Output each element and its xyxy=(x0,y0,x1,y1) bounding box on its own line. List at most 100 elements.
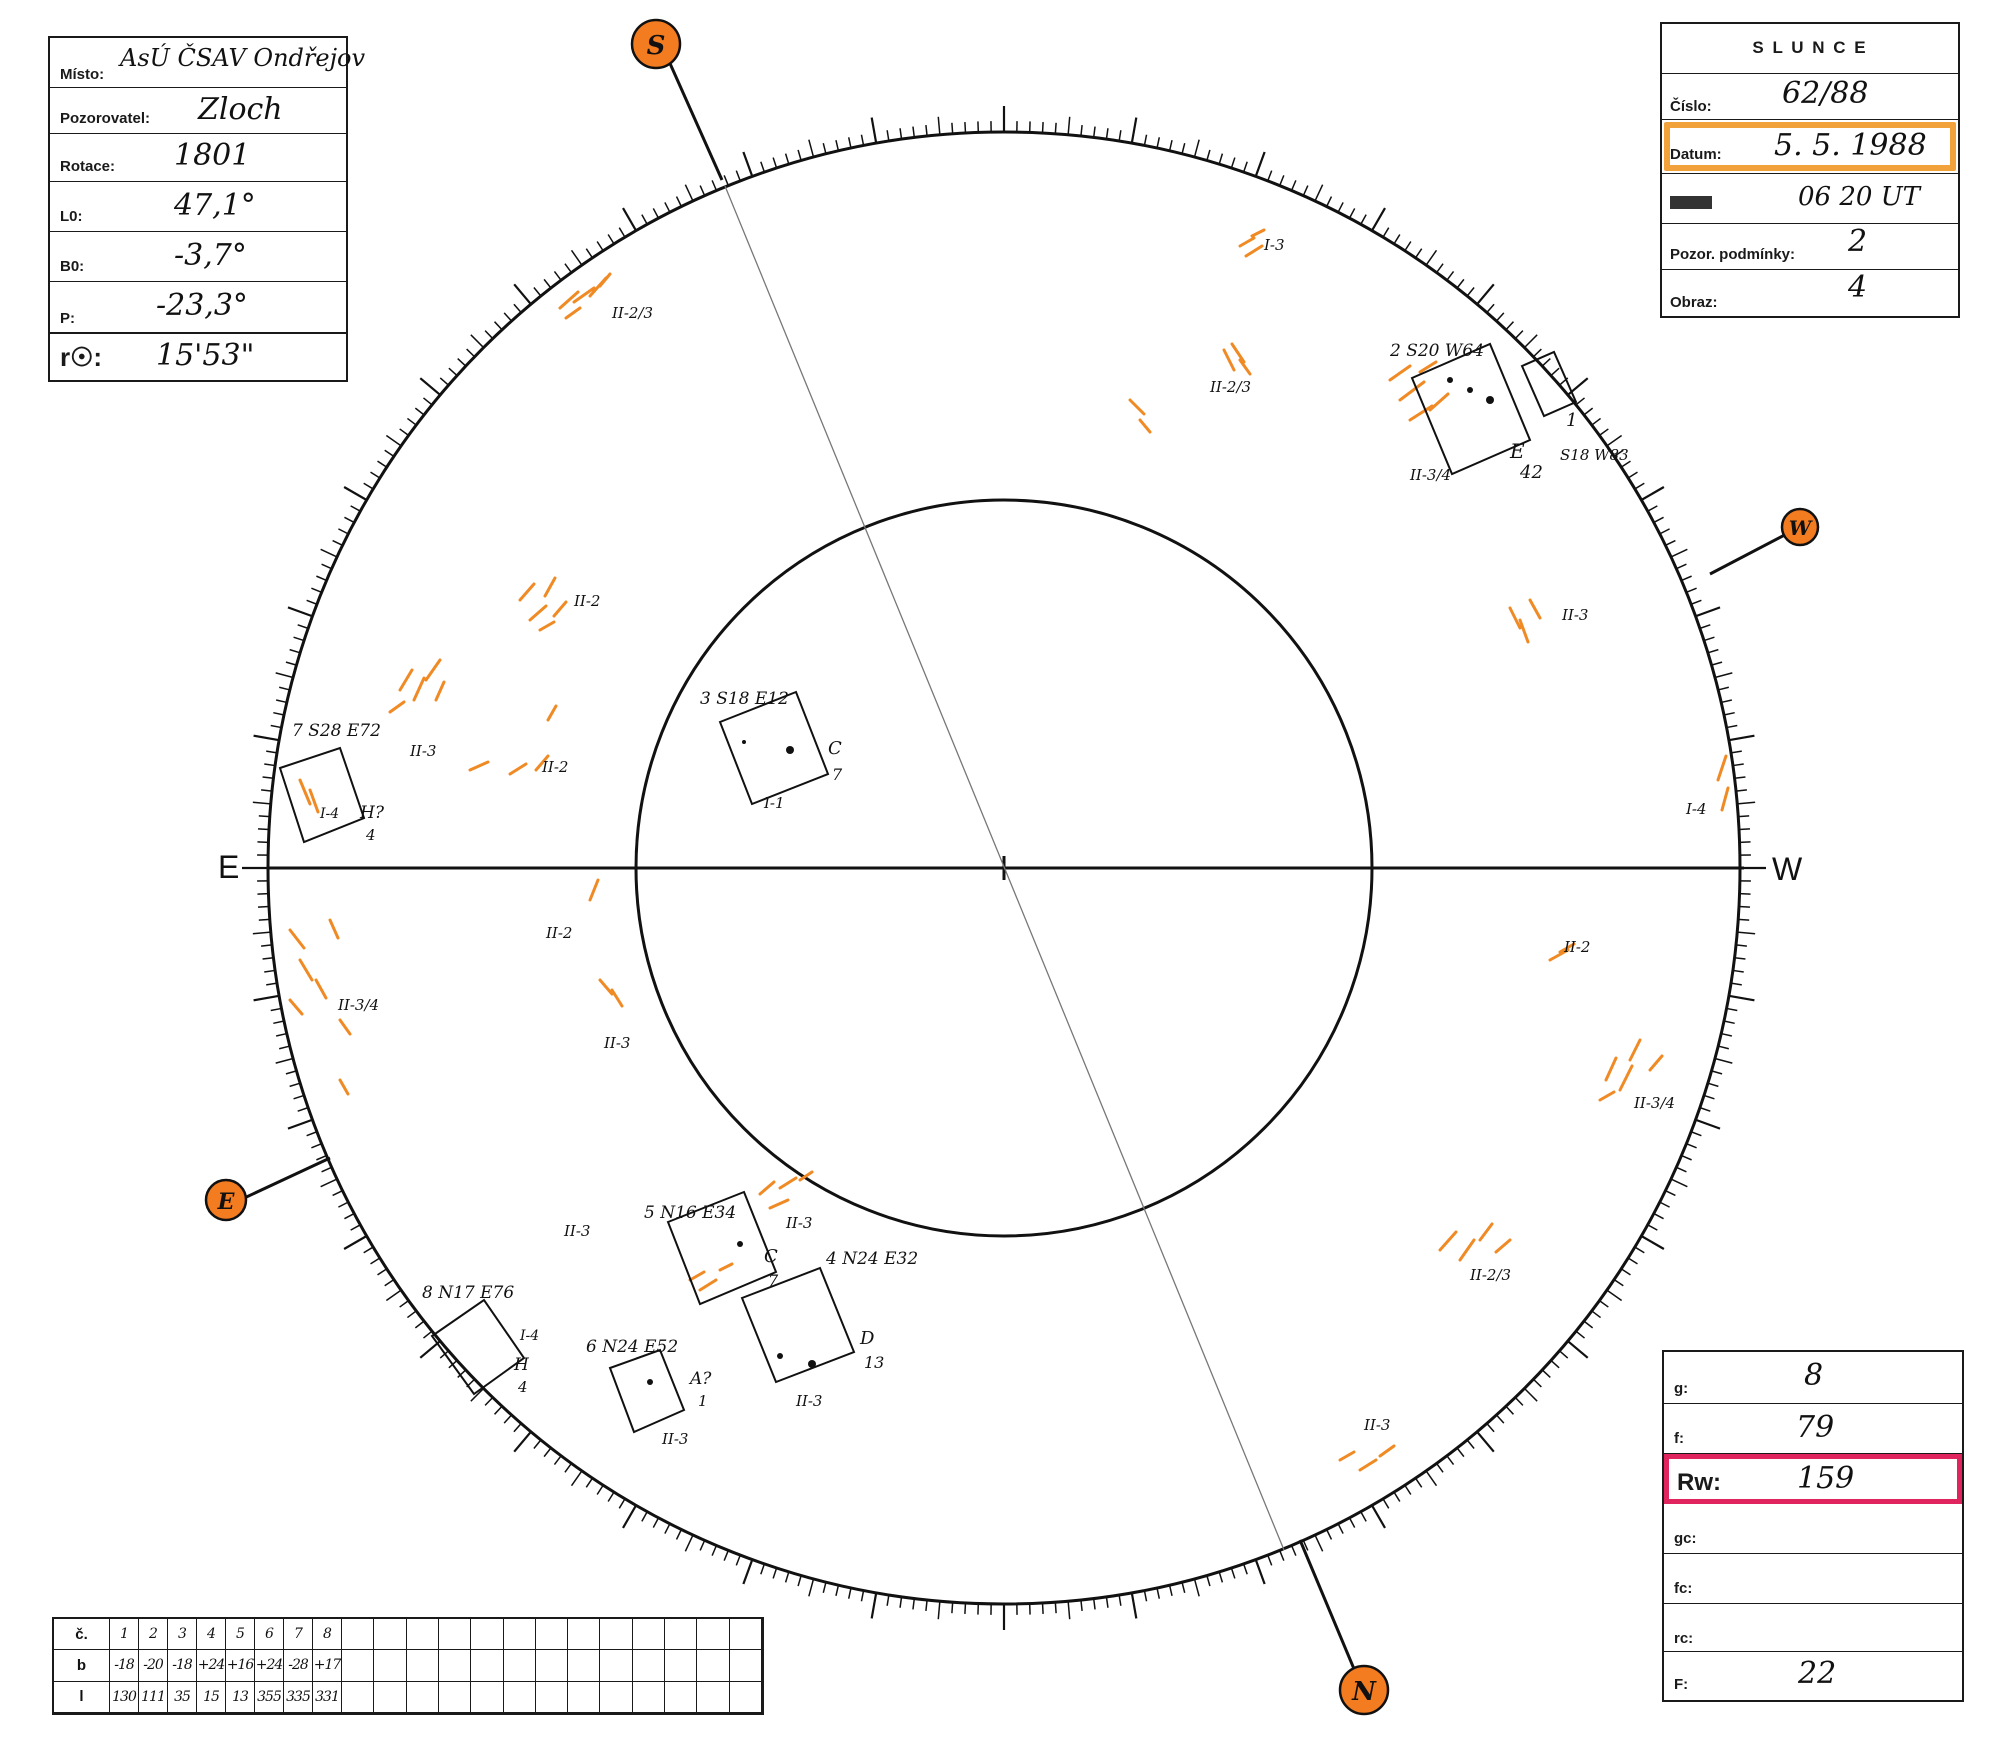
limb-tick xyxy=(742,151,754,177)
limb-tick xyxy=(1730,750,1742,754)
limb-tick xyxy=(784,1571,790,1583)
limb-tick xyxy=(1242,161,1248,173)
empty-cell xyxy=(632,1650,666,1682)
latitude-cell: -18 xyxy=(110,1650,139,1682)
r0-value: 15'53" xyxy=(156,338,255,373)
limb-tick xyxy=(742,1559,754,1585)
empty-cell xyxy=(632,1681,666,1713)
limb-tick xyxy=(1393,234,1401,245)
limb-tick xyxy=(664,202,671,213)
limb-tick xyxy=(596,241,604,252)
limb-tick xyxy=(1302,1540,1309,1551)
limb-tick xyxy=(1686,1143,1697,1149)
svg-text:7 S28 E72: 7 S28 E72 xyxy=(292,721,381,741)
limb-tick xyxy=(1634,1246,1645,1254)
limb-tick xyxy=(1181,143,1186,155)
limb-tick xyxy=(289,1082,301,1088)
limb-tick xyxy=(564,1462,572,1473)
limb-tick xyxy=(564,263,572,274)
limb-tick xyxy=(1230,1567,1236,1579)
limb-tick xyxy=(275,1057,294,1064)
limb-tick xyxy=(760,161,766,173)
longitude-cell: 111 xyxy=(139,1681,168,1713)
slunce-info-box: S L U N C E Číslo: 62/88 Datum: 5. 5. 19… xyxy=(1660,22,1960,318)
limb-tick xyxy=(1690,599,1702,605)
east-axis-label: E xyxy=(218,849,239,885)
limb-tick xyxy=(1717,686,1729,691)
limb-tick xyxy=(1720,1032,1733,1037)
limb-tick xyxy=(1583,1320,1594,1329)
datum-highlight xyxy=(1664,122,1956,171)
limb-tick xyxy=(652,1517,660,1528)
limb-tick xyxy=(1105,128,1109,140)
big-f-value: 22 xyxy=(1798,1656,1837,1691)
svg-text:II-3: II-3 xyxy=(785,1214,812,1232)
limb-tick xyxy=(311,1143,322,1149)
empty-cell xyxy=(568,1650,601,1682)
limb-tick xyxy=(847,137,852,149)
limb-tick xyxy=(270,1007,282,1012)
limb-tick xyxy=(570,1470,583,1487)
datum-value: 5. 5. 1988 xyxy=(1774,128,1927,163)
limb-tick xyxy=(1707,1082,1719,1088)
limb-tick xyxy=(1653,1212,1664,1220)
limb-tick xyxy=(1606,434,1623,447)
limb-tick xyxy=(860,1590,865,1602)
limb-tick xyxy=(1290,180,1297,191)
limb-tick xyxy=(1699,1106,1711,1112)
limb-tick xyxy=(1523,1387,1538,1402)
faculae-marks xyxy=(288,228,1730,1472)
limb-tick xyxy=(320,548,338,558)
limb-tick xyxy=(1218,1571,1224,1583)
limb-tick xyxy=(1738,918,1750,921)
redacted-label xyxy=(1670,196,1712,209)
svg-text:E: E xyxy=(1509,439,1525,463)
limb-tick xyxy=(385,434,402,447)
limb-tick xyxy=(1360,214,1367,225)
limb-tick xyxy=(1206,149,1211,161)
svg-text:II-3: II-3 xyxy=(795,1392,822,1410)
svg-text:II-2/3: II-2/3 xyxy=(1469,1266,1511,1284)
svg-text:E: E xyxy=(217,1189,236,1215)
limb-tick xyxy=(607,234,615,245)
limb-tick xyxy=(699,1540,706,1551)
limb-tick xyxy=(912,126,916,138)
limb-tick xyxy=(797,149,802,161)
limb-tick xyxy=(618,227,626,238)
limb-tick xyxy=(1436,263,1444,274)
limb-tick xyxy=(311,587,322,593)
limb-tick xyxy=(1550,1359,1560,1369)
limb-tick xyxy=(925,1599,928,1611)
west-axis-label: W xyxy=(1772,851,1803,887)
limb-tick xyxy=(385,1289,402,1302)
limb-tick xyxy=(1720,699,1733,704)
cislo-label: Číslo: xyxy=(1670,98,1712,115)
limb-tick xyxy=(1723,1020,1735,1025)
limb-tick xyxy=(258,918,270,921)
e-pointer-line xyxy=(239,1156,331,1202)
limb-tick xyxy=(275,1032,288,1037)
svg-text:II-2: II-2 xyxy=(545,924,572,942)
longitude-cell: 15 xyxy=(197,1681,226,1713)
svg-text:I-3: I-3 xyxy=(1263,236,1285,254)
longitude-cell: 355 xyxy=(255,1681,284,1713)
limb-tick xyxy=(466,348,476,358)
empty-cell xyxy=(374,1619,407,1651)
limb-tick xyxy=(1703,1094,1715,1100)
badge-w: W xyxy=(1780,507,1820,547)
limb-tick xyxy=(1206,1575,1211,1587)
svg-text:I-4: I-4 xyxy=(319,806,339,822)
svg-text:8 N17 E76: 8 N17 E76 xyxy=(422,1283,514,1303)
table-row-header: l xyxy=(54,1681,110,1713)
limb-tick xyxy=(406,417,417,426)
limb-tick xyxy=(1156,137,1161,149)
limb-tick xyxy=(457,1369,467,1379)
limb-tick xyxy=(964,1602,967,1615)
empty-cell xyxy=(697,1681,730,1713)
longitude-cell: 130 xyxy=(110,1681,139,1713)
empty-cell xyxy=(406,1619,439,1651)
obraz-value: 4 xyxy=(1848,270,1868,305)
limb-tick xyxy=(1598,428,1609,436)
limb-tick xyxy=(886,130,890,142)
empty-cell xyxy=(471,1650,504,1682)
